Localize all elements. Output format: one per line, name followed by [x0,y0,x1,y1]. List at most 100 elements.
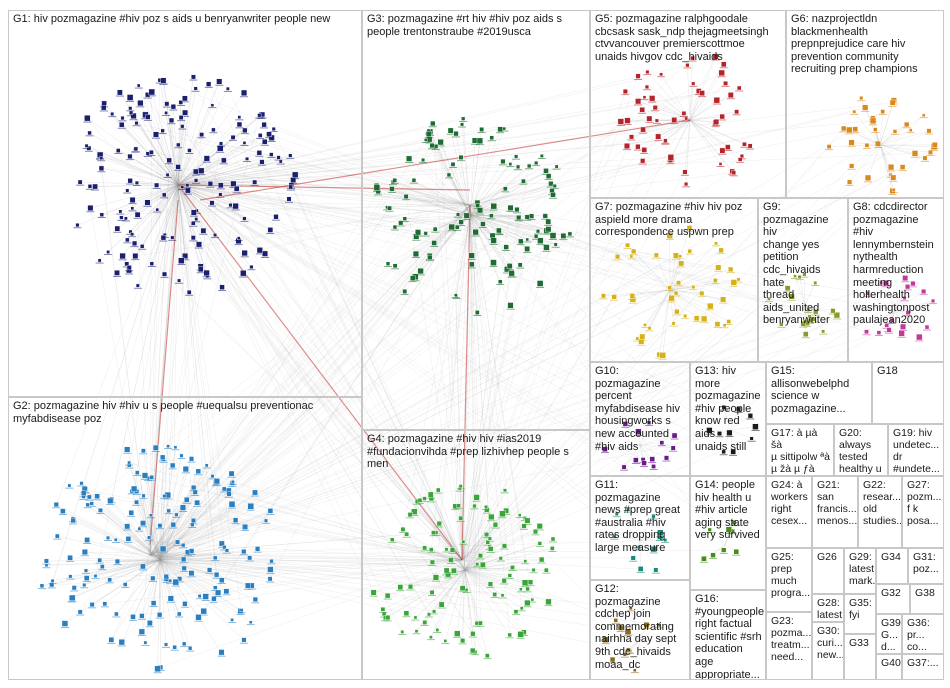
network-edge [408,158,471,216]
network-edge [149,57,693,556]
node-label-mark [685,253,694,255]
node-label-mark [132,504,141,506]
node-label-mark [146,517,155,519]
network-node [883,280,889,286]
network-edge [149,554,451,561]
network-node [89,602,95,608]
group-label-g7: G7: pozmagazine #hiv hiv poz aspield mor… [595,201,743,239]
network-node [714,321,721,327]
node-label-mark [97,217,106,218]
node-label-mark [449,573,458,575]
node-label-mark [229,483,237,485]
node-label-mark [179,547,188,549]
node-label-mark [180,571,189,572]
network-edge [448,174,471,216]
group-label-g24: G24: à workers right cesex... [771,479,808,527]
network-edge [149,332,879,556]
network-node [89,501,94,506]
network-node [429,559,435,565]
node-label-mark [565,236,574,238]
node-label-mark [87,505,96,507]
network-edge [177,184,657,256]
network-node [684,182,689,187]
network-edge [469,214,541,241]
network-edge [409,514,466,571]
network-edge [461,171,686,561]
network-node [461,116,466,121]
network-node [136,83,141,88]
network-edge [469,204,500,231]
group-label-g34: G34 [881,551,901,563]
network-edge [159,526,246,561]
network-edge [464,560,526,571]
network-node [84,537,90,543]
network-edge [803,304,806,324]
node-label-mark [655,357,664,359]
network-node [140,520,146,527]
network-edge [461,296,615,561]
node-label-mark [847,145,856,147]
network-edge [149,549,724,556]
network-node [288,153,293,158]
network-edge [159,559,216,588]
network-edge [461,309,809,561]
network-edge [703,544,726,559]
network-edge [159,482,217,561]
network-edge [153,559,161,604]
network-edge [136,502,161,561]
network-node [180,556,187,562]
network-edge [206,158,471,206]
node-label-mark [42,567,51,569]
network-edge [689,116,723,121]
node-label-mark [711,126,720,128]
node-label-mark [648,101,657,103]
node-label-mark [211,560,220,562]
node-label-mark [442,573,451,575]
group-label-g13: G13: hiv more pozmagazine #hiv people kn… [695,365,761,453]
network-node [429,547,434,552]
node-label-mark [104,540,112,541]
network-node [833,312,841,319]
network-node [802,272,807,277]
node-label-mark [442,551,451,553]
node-label-mark [874,147,882,148]
node-label-mark [83,121,92,123]
network-edge [149,554,233,621]
node-label-mark [677,266,686,268]
network-node [427,612,431,617]
network-node [101,104,107,111]
network-node [173,445,178,450]
network-edge [689,119,723,151]
node-label-mark [400,294,409,295]
network-edge [854,111,881,146]
node-label-mark [729,285,738,287]
network-node [252,596,258,602]
node-label-mark [240,96,248,98]
network-edge [430,559,463,638]
node-label-mark [705,532,714,533]
network-node [411,178,417,183]
network-node [215,589,222,596]
network-edge [454,204,471,507]
network-edge [159,559,233,621]
network-edge [138,85,463,561]
node-label-mark [383,620,392,622]
network-node [135,283,140,288]
network-edge [879,144,892,168]
network-edge [159,559,204,612]
network-node [417,268,424,275]
network-edge [182,204,471,508]
network-edge [432,123,471,216]
node-label-mark [147,479,156,481]
network-node [172,578,180,586]
network-node [83,575,90,581]
network-node [458,515,464,521]
node-label-mark [472,500,481,502]
network-node [219,284,225,290]
network-edge [464,569,476,652]
network-edge [159,559,271,570]
network-edge [469,204,523,609]
network-node [436,521,442,527]
node-label-mark [85,188,94,190]
node-label-mark [458,591,467,593]
